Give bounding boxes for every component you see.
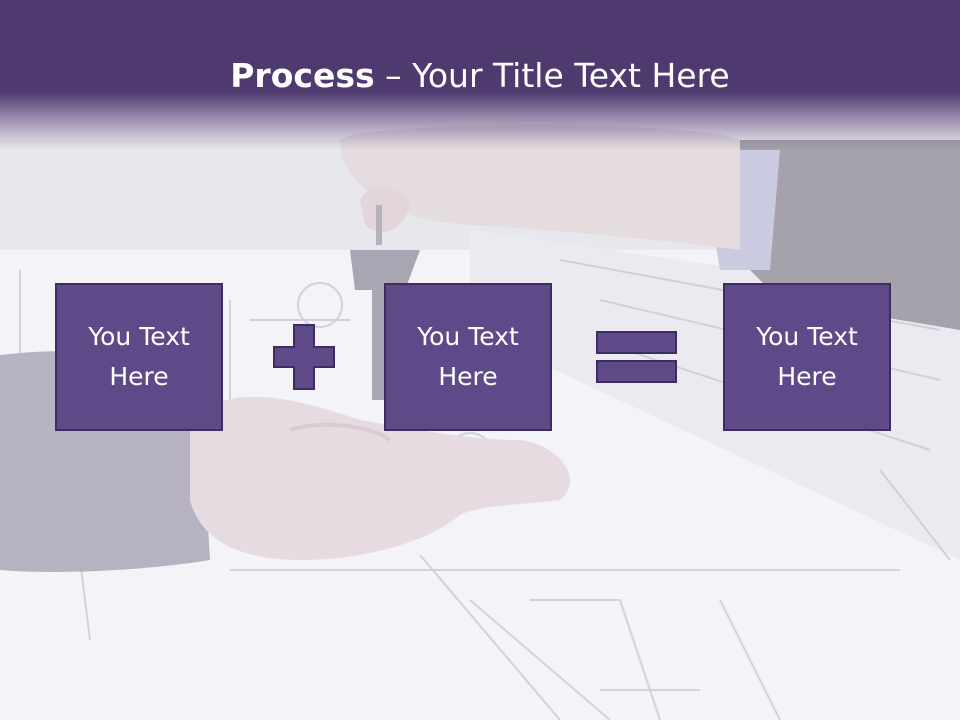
- plus-icon: [273, 324, 335, 390]
- process-box-1[interactable]: You Text Here: [55, 283, 223, 431]
- equals-icon: [596, 331, 677, 383]
- title-bar: [0, 0, 960, 150]
- process-box-2-label: You Text Here: [417, 322, 519, 391]
- title-rest: – Your Title Text Here: [374, 56, 730, 95]
- process-box-1-label: You Text Here: [88, 322, 190, 391]
- process-box-2[interactable]: You Text Here: [384, 283, 552, 431]
- process-box-3[interactable]: You Text Here: [723, 283, 891, 431]
- title-bold: Process: [230, 56, 375, 95]
- process-box-3-label: You Text Here: [756, 322, 858, 391]
- slide-title: Process – Your Title Text Here: [0, 54, 960, 98]
